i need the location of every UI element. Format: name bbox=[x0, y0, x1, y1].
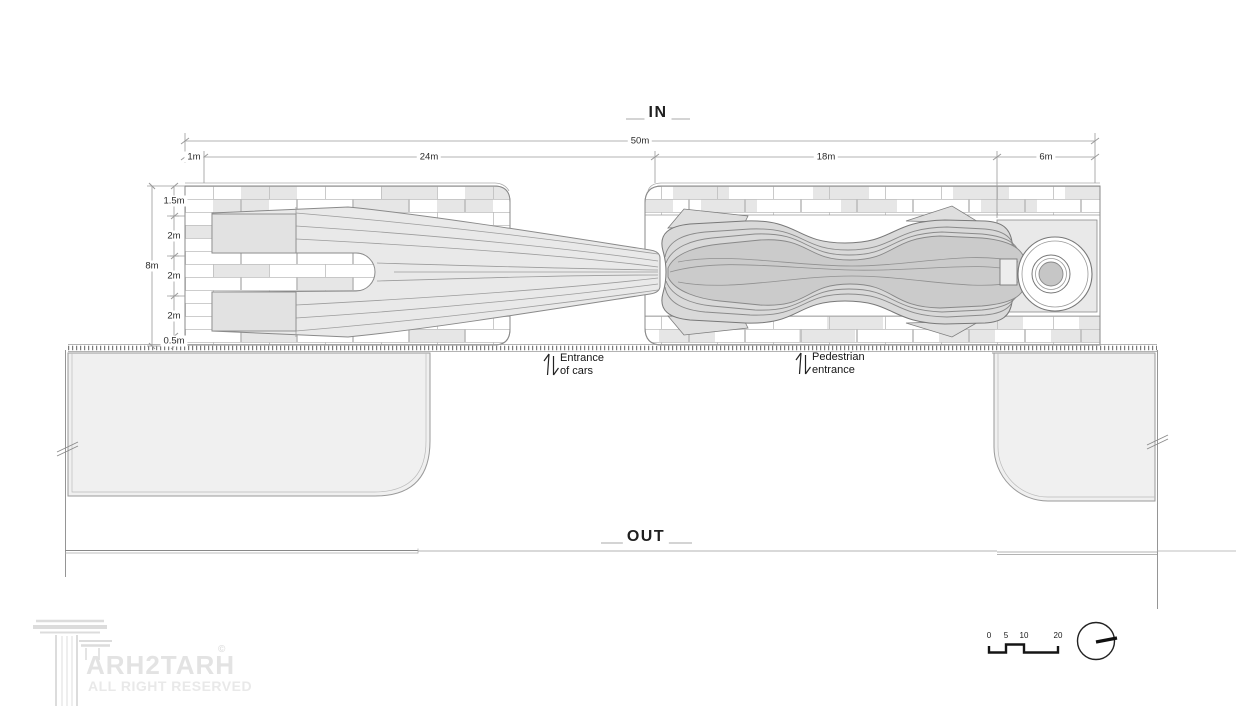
dim-50m: 50m bbox=[627, 135, 653, 147]
dim-1m: 1m bbox=[184, 151, 204, 163]
car-entrance-line2: of cars bbox=[560, 364, 594, 377]
pedestrian-entrance-label: Pedestrian entrance bbox=[812, 351, 865, 376]
pedestrian-entrance-arrows-icon bbox=[795, 352, 811, 375]
pedestrian-entrance-line2: entrance bbox=[812, 363, 855, 376]
scale-tick-0: 0 bbox=[986, 631, 992, 640]
watermark-brand: ARH2TARH bbox=[86, 650, 236, 680]
scale-tick-20: 20 bbox=[1053, 631, 1063, 640]
dim-18m: 18m bbox=[813, 151, 839, 163]
ground-left bbox=[67, 352, 431, 497]
dim-24m: 24m bbox=[416, 151, 442, 163]
watermark-copyright: © bbox=[218, 644, 226, 655]
watermark-tagline: ALL RIGHT RESERVED bbox=[88, 678, 253, 694]
ramp-block-upper bbox=[211, 213, 297, 254]
out-title: OUT bbox=[622, 528, 670, 546]
pedestrian-entrance-line1: Pedestrian bbox=[812, 351, 865, 363]
car-entrance-label: Entrance of cars bbox=[560, 352, 604, 377]
break-mark-right bbox=[1146, 434, 1169, 450]
ramp-contour-lines bbox=[295, 207, 659, 337]
feature-connector bbox=[999, 258, 1018, 286]
north-indicator-icon bbox=[1076, 621, 1118, 661]
scale-tick-5: 5 bbox=[1003, 631, 1009, 640]
dim-6m: 6m bbox=[1036, 151, 1056, 163]
dim-1-5m: 1.5m bbox=[160, 195, 188, 207]
car-entrance-arrows-icon bbox=[543, 353, 559, 376]
dim-8m: 8m bbox=[142, 260, 162, 272]
break-mark-left bbox=[56, 441, 79, 457]
dim-2m-c: 2m bbox=[164, 310, 184, 322]
car-ramp-canopy bbox=[211, 206, 661, 338]
road-and-grounds bbox=[56, 350, 1236, 609]
dim-2m-a: 2m bbox=[164, 230, 184, 242]
dim-2m-b: 2m bbox=[164, 270, 184, 282]
scale-bar bbox=[987, 643, 1060, 654]
scale-tick-10: 10 bbox=[1019, 631, 1029, 640]
pedestrian-canopy bbox=[661, 205, 1027, 338]
ramp-block-lower bbox=[211, 291, 297, 332]
ground-right bbox=[992, 352, 1156, 502]
sidewalk-strip bbox=[68, 344, 1157, 352]
canopy-grain-lines bbox=[669, 257, 1023, 286]
in-title: IN bbox=[644, 104, 672, 122]
dim-0-5m: 0.5m bbox=[160, 335, 188, 347]
car-entrance-line1: Entrance bbox=[560, 352, 605, 364]
column-t-icon bbox=[33, 619, 112, 706]
circular-feature bbox=[999, 236, 1093, 312]
